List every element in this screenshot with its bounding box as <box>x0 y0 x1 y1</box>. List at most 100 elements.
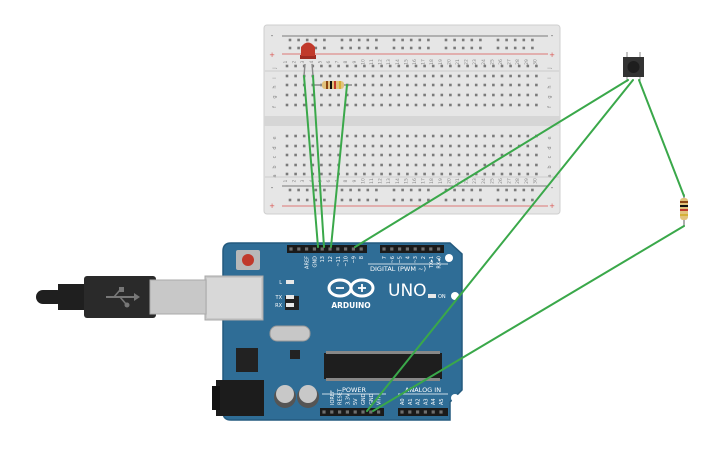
header-pin[interactable] <box>423 410 427 414</box>
breadboard-hole[interactable] <box>483 83 487 87</box>
breadboard-hole[interactable] <box>406 144 409 148</box>
breadboard-hole[interactable] <box>483 163 487 167</box>
rail-hole[interactable] <box>375 46 378 50</box>
breadboard-hole[interactable] <box>294 64 297 68</box>
breadboard-hole[interactable] <box>492 74 495 78</box>
rail-hole[interactable] <box>409 188 413 192</box>
rail-hole[interactable] <box>505 46 508 50</box>
breadboard-hole[interactable] <box>474 153 478 157</box>
breadboard-hole[interactable] <box>517 172 521 176</box>
breadboard-hole[interactable] <box>526 64 530 68</box>
rail-hole[interactable] <box>392 188 396 192</box>
rail-hole[interactable] <box>349 198 352 202</box>
rail-hole[interactable] <box>444 38 448 42</box>
breadboard-hole[interactable] <box>483 103 487 107</box>
breadboard-hole[interactable] <box>509 93 512 97</box>
breadboard-hole[interactable] <box>535 64 538 68</box>
breadboard-hole[interactable] <box>509 83 512 87</box>
breadboard-hole[interactable] <box>406 64 409 68</box>
wire-resistor-pin13[interactable] <box>330 84 348 248</box>
breadboard-hole[interactable] <box>406 74 409 78</box>
breadboard-hole[interactable] <box>423 64 426 68</box>
rail-hole[interactable] <box>427 46 430 50</box>
breadboard-hole[interactable] <box>431 103 435 107</box>
header-pin[interactable] <box>338 410 342 414</box>
breadboard-hole[interactable] <box>517 64 521 68</box>
breadboard-hole[interactable] <box>483 144 487 148</box>
header-pin[interactable] <box>305 247 309 251</box>
breadboard-hole[interactable] <box>440 74 444 78</box>
breadboard-hole[interactable] <box>414 103 418 107</box>
rail-hole[interactable] <box>453 46 456 50</box>
breadboard-hole[interactable] <box>371 74 375 78</box>
breadboard-hole[interactable] <box>449 93 452 97</box>
breadboard-hole[interactable] <box>517 74 521 78</box>
breadboard-hole[interactable] <box>397 64 401 68</box>
breadboard-hole[interactable] <box>440 134 444 138</box>
rail-hole[interactable] <box>479 38 482 42</box>
header-pin[interactable] <box>421 247 425 251</box>
rail-hole[interactable] <box>357 38 361 42</box>
rail-hole[interactable] <box>297 38 300 42</box>
breadboard-hole[interactable] <box>388 74 392 78</box>
rail-hole[interactable] <box>461 198 465 202</box>
breadboard-hole[interactable] <box>302 144 306 148</box>
breadboard-hole[interactable] <box>311 134 315 138</box>
rail-hole[interactable] <box>305 38 309 42</box>
rail-hole[interactable] <box>479 46 482 50</box>
breadboard-hole[interactable] <box>466 64 469 68</box>
breadboard-hole[interactable] <box>363 93 366 97</box>
rail-hole[interactable] <box>531 198 534 202</box>
breadboard-hole[interactable] <box>337 64 340 68</box>
breadboard-hole[interactable] <box>457 163 461 167</box>
header-pin[interactable] <box>413 247 417 251</box>
breadboard-hole[interactable] <box>345 93 349 97</box>
rail-hole[interactable] <box>288 38 292 42</box>
breadboard-hole[interactable] <box>388 103 392 107</box>
rail-hole[interactable] <box>522 38 526 42</box>
breadboard-hole[interactable] <box>509 172 512 176</box>
rail-hole[interactable] <box>505 198 508 202</box>
power-header[interactable] <box>320 408 384 416</box>
breadboard-hole[interactable] <box>354 103 358 107</box>
breadboard-hole[interactable] <box>285 134 289 138</box>
breadboard-hole[interactable] <box>449 64 452 68</box>
breadboard-hole[interactable] <box>457 93 461 97</box>
breadboard-hole[interactable] <box>294 144 297 148</box>
breadboard-hole[interactable] <box>535 153 538 157</box>
breadboard-hole[interactable] <box>457 172 461 176</box>
rail-hole[interactable] <box>531 46 534 50</box>
red-led[interactable] <box>300 42 316 77</box>
breadboard-hole[interactable] <box>380 163 383 167</box>
breadboard-hole[interactable] <box>285 103 289 107</box>
breadboard-hole[interactable] <box>483 172 487 176</box>
breadboard-hole[interactable] <box>517 163 521 167</box>
breadboard-hole[interactable] <box>371 172 375 176</box>
rail-hole[interactable] <box>479 188 482 192</box>
breadboard-hole[interactable] <box>302 134 306 138</box>
breadboard-hole[interactable] <box>474 144 478 148</box>
breadboard-hole[interactable] <box>535 144 538 148</box>
breadboard-hole[interactable] <box>380 93 383 97</box>
breadboard-hole[interactable] <box>449 172 452 176</box>
header-pin[interactable] <box>359 247 363 251</box>
breadboard-hole[interactable] <box>535 74 538 78</box>
breadboard-hole[interactable] <box>345 64 349 68</box>
breadboard-hole[interactable] <box>483 74 487 78</box>
breadboard-hole[interactable] <box>509 163 512 167</box>
breadboard-hole[interactable] <box>337 93 340 97</box>
header-pin[interactable] <box>429 247 433 251</box>
rail-hole[interactable] <box>323 198 326 202</box>
rail-hole[interactable] <box>357 198 361 202</box>
rail-hole[interactable] <box>401 198 404 202</box>
rail-hole[interactable] <box>418 38 422 42</box>
breadboard-hole[interactable] <box>302 153 306 157</box>
breadboard-hole[interactable] <box>449 144 452 148</box>
breadboard-hole[interactable] <box>440 163 444 167</box>
breadboard-hole[interactable] <box>285 153 289 157</box>
breadboard-hole[interactable] <box>526 172 530 176</box>
rail-hole[interactable] <box>366 198 370 202</box>
breadboard-hole[interactable] <box>285 172 289 176</box>
breadboard-hole[interactable] <box>388 144 392 148</box>
breadboard-hole[interactable] <box>466 163 469 167</box>
